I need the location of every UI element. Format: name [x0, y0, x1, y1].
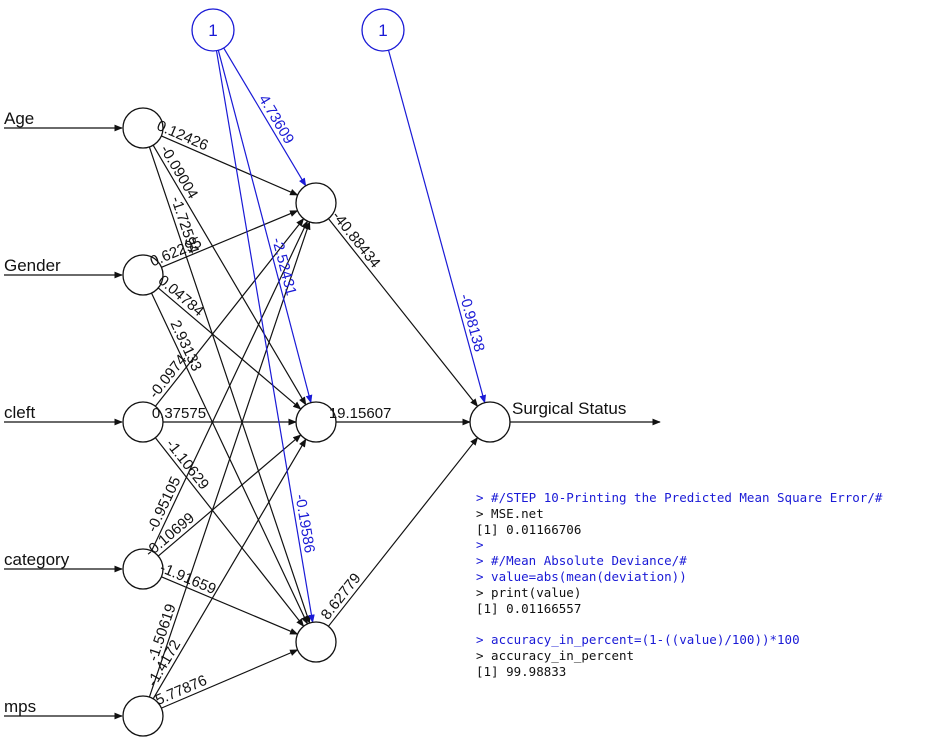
edge-hidden-output — [327, 218, 479, 407]
hidden-node — [295, 401, 337, 443]
weight-label: -0.0974 — [146, 351, 191, 401]
bias-weight-label: 4.73609 — [255, 92, 297, 147]
input-label-age: Age — [4, 109, 34, 128]
edge-input-hidden — [161, 210, 299, 268]
input-label-gender: Gender — [4, 256, 61, 275]
bias-weight-label: -0.19586 — [291, 493, 318, 554]
edge-input-hidden — [154, 437, 305, 627]
edge-input-hidden — [152, 144, 307, 406]
console-line: > print(value) — [476, 584, 582, 600]
console-line: > MSE.net — [476, 505, 544, 521]
weight-label: 8.62779 — [318, 570, 365, 623]
edge-input-hidden — [161, 135, 299, 196]
edge-input-hidden — [157, 434, 302, 557]
console-line: [1] 0.01166557 — [476, 600, 582, 616]
weight-label: 0.37575 — [152, 405, 206, 422]
r-console-output: > #/STEP 10-Printing the Predicted Mean … — [476, 490, 942, 690]
console-line: [1] 99.98833 — [476, 663, 567, 679]
edge-bias-hidden — [215, 50, 315, 624]
edge-input-hidden — [161, 576, 299, 635]
bias-node — [191, 8, 235, 52]
input-label-mps: mps — [4, 697, 36, 716]
input-label-category: category — [4, 550, 70, 569]
edge-input-hidden — [161, 649, 299, 709]
console-line: > accuracy_in_percent=(1-((value)/100))*… — [476, 632, 800, 648]
console-blank-line — [476, 616, 942, 632]
weight-label: 0.62295 — [148, 234, 205, 271]
bias-node — [361, 8, 405, 52]
input-label-cleft: cleft — [4, 403, 35, 422]
weight-label: -40.88434 — [328, 208, 383, 271]
console-line: > #/Mean Absolute Deviance/# — [476, 553, 687, 569]
output-label: Surgical Status — [512, 399, 626, 418]
input-node — [122, 548, 164, 590]
edge-input-hidden — [148, 221, 311, 698]
hidden-node — [295, 182, 337, 224]
console-line: > value=abs(mean(deviation)) — [476, 568, 687, 584]
edge-input-hidden — [151, 220, 308, 552]
console-line: > accuracy_in_percent — [476, 647, 635, 663]
input-node — [122, 107, 164, 149]
input-node — [122, 695, 164, 737]
edge-input-hidden — [154, 218, 305, 407]
edge-layer — [4, 47, 661, 720]
output-node — [469, 401, 511, 443]
edge-bias-hidden — [217, 50, 313, 404]
weight-label: -0.09004 — [156, 142, 201, 202]
weight-label: 19.15607 — [329, 405, 392, 422]
bias-node-label: 1 — [208, 21, 217, 40]
input-node — [122, 401, 164, 443]
edge-bias-output — [387, 50, 486, 404]
edge-bias-hidden — [223, 47, 307, 187]
bias-weight-label: -0.98138 — [456, 292, 488, 354]
bias-node-label: 1 — [378, 21, 387, 40]
hidden-node — [295, 621, 337, 663]
edge-hidden-output — [327, 437, 479, 627]
input-node — [122, 254, 164, 296]
weight-label: -1.91659 — [157, 559, 218, 598]
edge-input-hidden — [157, 287, 302, 410]
console-line: > — [476, 537, 484, 553]
console-line: > #/STEP 10-Printing the Predicted Mean … — [476, 490, 883, 505]
console-line: [1] 0.01166706 — [476, 521, 582, 537]
edge-input-hidden — [152, 438, 307, 700]
